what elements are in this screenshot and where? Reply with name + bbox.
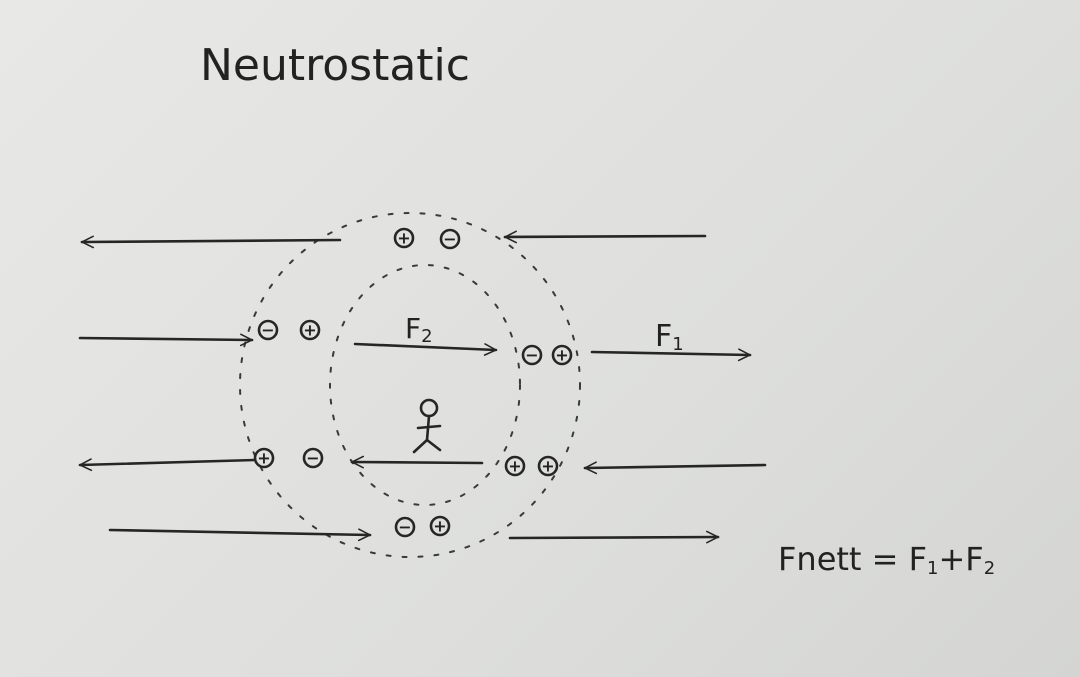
charge-pair-top: + − — [393, 227, 461, 250]
charge-pair-upper-right: − + — [521, 344, 573, 366]
label-f2: F2 — [405, 312, 433, 347]
charge-sign: − — [261, 321, 274, 340]
label-f1: F1 — [655, 319, 684, 355]
outer-dashed-loop — [239, 212, 581, 558]
charge-pair-upper-left: − + — [257, 319, 321, 341]
charge-sign: + — [433, 517, 446, 536]
person-icon — [412, 398, 442, 454]
arrow-lower-left — [80, 460, 257, 465]
charge-sign: − — [306, 449, 319, 468]
arrow-f2 — [353, 342, 496, 350]
charge-pair-lower-left: + − — [253, 447, 324, 469]
diagram-title: Neutrostatic — [200, 40, 470, 91]
net-force-formula: Fnett = F1+F2 — [778, 540, 995, 579]
charge-sign: + — [257, 449, 270, 468]
charge-sign: − — [525, 346, 538, 365]
arrow-lower-middle — [352, 462, 484, 463]
charge-sign: + — [303, 321, 316, 340]
charge-sign: + — [397, 229, 410, 248]
charge-pair-bottom: − + — [394, 515, 451, 538]
arrow-f1 — [590, 352, 750, 355]
arrow-lower-right — [585, 465, 767, 468]
charge-sign: + — [508, 457, 521, 476]
inner-dashed-loop — [329, 264, 521, 506]
arrow-upper-left — [78, 338, 252, 340]
arrow-bottom-right — [508, 537, 718, 538]
arrow-top-left — [82, 240, 342, 242]
charge-pair-lower-right: + + — [504, 455, 559, 477]
charge-sign: + — [541, 457, 554, 476]
charge-sign: − — [443, 230, 456, 249]
charge-sign: − — [398, 518, 411, 537]
arrow-bottom-left — [108, 530, 370, 535]
arrow-top-right — [505, 236, 707, 237]
charge-sign: + — [555, 346, 568, 365]
